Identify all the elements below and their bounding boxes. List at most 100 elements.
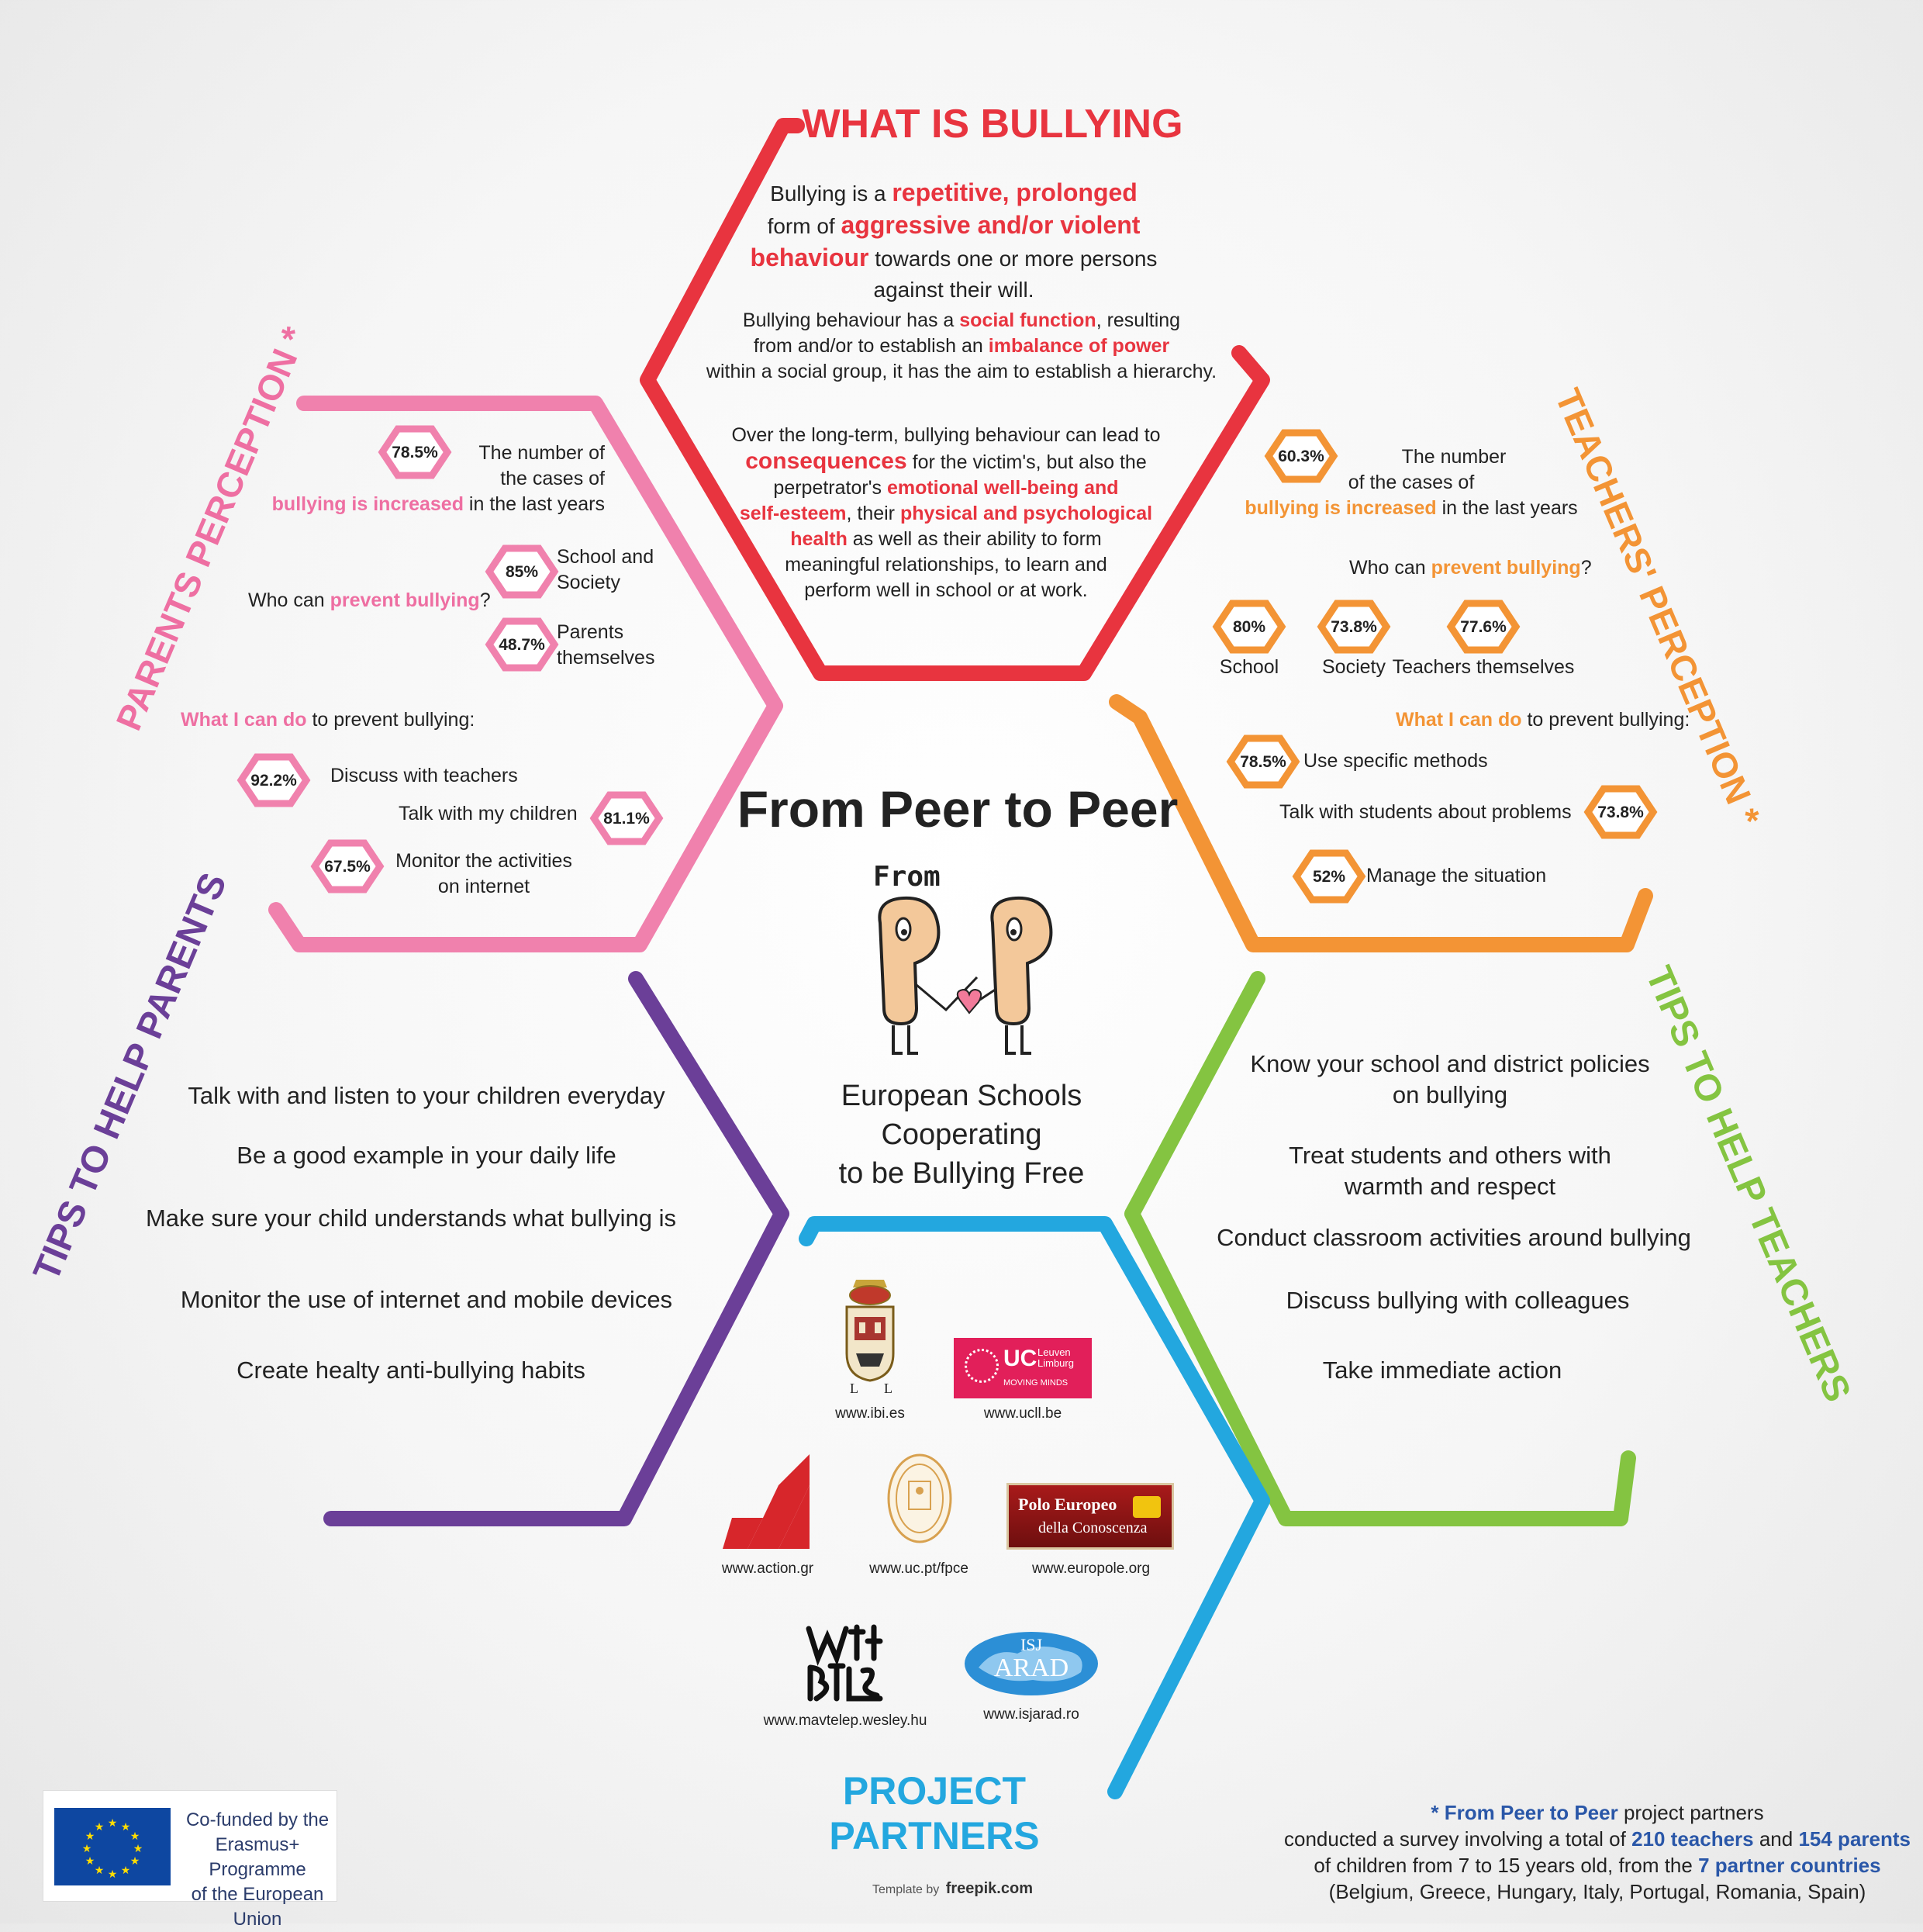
text: Treat students and others with — [1289, 1142, 1611, 1169]
text: within a social group, it has the aim to… — [706, 361, 1217, 382]
pink-badge-81-1 — [589, 791, 664, 845]
svg-text:★: ★ — [108, 1868, 118, 1881]
peer-characters-illustration — [878, 896, 1053, 1055]
teachers-do-talk-students: Talk with students about problems — [1279, 801, 1572, 823]
svg-text:★: ★ — [130, 1830, 140, 1843]
text: Bullying is a — [770, 181, 892, 206]
text: form of — [767, 214, 841, 238]
text: in the last years — [1436, 497, 1578, 519]
url-europole[interactable]: www.europole.org — [1031, 1560, 1151, 1577]
pink-badge-81-1-text: 81.1% — [603, 810, 650, 828]
highlight: prevent bullying — [330, 589, 480, 611]
parents-prevent-question: Who can prevent bullying? — [248, 589, 491, 612]
text: , their — [846, 503, 900, 524]
eu-stars-icon: ★★★ ★★★ ★★★ ★★★ — [82, 1817, 143, 1881]
orange-badge-52 — [1292, 849, 1366, 904]
tip-teachers-item: Discuss bullying with colleagues — [1286, 1287, 1630, 1314]
highlight: consequences — [745, 448, 907, 474]
svg-text:★: ★ — [85, 1855, 95, 1868]
isj-line2: ARAD — [993, 1654, 1069, 1682]
text: Know your school and district policies — [1250, 1050, 1650, 1077]
text: ? — [479, 589, 491, 611]
highlight: self-esteem — [739, 503, 847, 524]
orange-badge-80-text: 80% — [1233, 618, 1265, 636]
text: towards one or more persons — [868, 247, 1158, 271]
text: of children from 7 to 15 years old, from… — [1314, 1854, 1699, 1877]
highlight: health — [790, 528, 848, 550]
text: on internet — [437, 876, 530, 897]
text: of the cases of — [1348, 472, 1475, 493]
highlight: social function — [959, 309, 1096, 331]
green-hexagon-frame — [1124, 971, 1636, 1526]
text: from and/or to establish an — [753, 335, 989, 357]
orange-badge-52-text: 52% — [1313, 868, 1345, 886]
tip-parents-item: Be a good example in your daily life — [236, 1142, 616, 1169]
freepik-brand[interactable]: freepik.com — [945, 1880, 1033, 1897]
svg-text:★: ★ — [95, 1821, 105, 1833]
highlight: imbalance of power — [988, 335, 1170, 357]
text: Society — [557, 572, 620, 593]
orange-badge-73-8b-text: 73.8% — [1597, 804, 1644, 821]
tip-parents-item: Talk with and listen to your children ev… — [188, 1082, 665, 1109]
svg-text:★: ★ — [121, 1865, 131, 1877]
url-isjarad[interactable]: www.isjarad.ro — [983, 1706, 1079, 1723]
text: The number of — [478, 442, 605, 464]
ibi-logo: L L — [839, 1280, 901, 1396]
parents-what-i-can-do: What I can do to prevent bullying: — [181, 709, 475, 731]
pink-badge-67-5-text: 67.5% — [324, 858, 371, 876]
ucll-tagline: MOVING MINDS — [1003, 1378, 1069, 1388]
text: Over the long-term, bullying behaviour c… — [731, 424, 1161, 446]
text: Co-funded by the — [185, 1809, 330, 1830]
teachers-do-manage: Manage the situation — [1366, 865, 1547, 887]
text: of the European Union — [191, 1884, 324, 1930]
text: ? — [1580, 557, 1592, 579]
ucll-uc-text: UC — [1003, 1346, 1037, 1371]
highlight: behaviour — [750, 244, 869, 271]
parents-do-talk-children: Talk with my children — [399, 803, 578, 824]
url-ucpt[interactable]: www.uc.pt/fpce — [869, 1560, 968, 1577]
pink-badge-67-5 — [310, 839, 385, 893]
text: Bullying behaviour has a — [742, 309, 960, 331]
polo-emblem-icon — [1133, 1496, 1161, 1518]
url-ucll[interactable]: www.ucll.be — [983, 1405, 1062, 1422]
red-hexagon-frame — [640, 118, 1270, 681]
url-mavtelep[interactable]: www.mavtelep.wesley.hu — [763, 1713, 927, 1729]
text: Who can — [1349, 557, 1431, 579]
eu-funding-text: Co-funded by the Erasmus+ Programme of t… — [181, 1808, 333, 1932]
orange-badge-77-6-text: 77.6% — [1460, 618, 1507, 636]
text: Template by — [872, 1883, 940, 1896]
text: project partners — [1617, 1801, 1764, 1824]
parents-who-school-society: School and Society — [557, 544, 654, 596]
parents-stat-increase: The number of the cases of bullying is i… — [264, 441, 605, 517]
highlight: 154 parents — [1798, 1827, 1911, 1851]
text: School and — [557, 546, 654, 568]
parents-perception-title: PARENTS PERCEPTION * — [108, 321, 314, 736]
text: meaningful relationships, to learn and — [785, 554, 1107, 575]
eu-flag-icon: ★★★ ★★★ ★★★ ★★★ — [54, 1808, 171, 1885]
highlight: repetitive, prolonged — [892, 178, 1138, 206]
url-action[interactable]: www.action.gr — [721, 1560, 814, 1577]
pink-badge-85 — [485, 544, 559, 599]
teachers-do-specific-methods: Use specific methods — [1303, 750, 1488, 772]
text: the cases of — [500, 468, 605, 489]
parents-who-themselves: Parents themselves — [557, 620, 654, 671]
url-ibi[interactable]: www.ibi.es — [835, 1405, 905, 1422]
svg-text:L: L — [884, 1381, 892, 1396]
pink-badge-48-7 — [485, 617, 559, 672]
text: in the last years — [463, 493, 605, 515]
logo-from-text: From — [873, 861, 941, 893]
highlight: * From Peer to Peer — [1431, 1801, 1618, 1824]
orange-badge-73-8b — [1583, 785, 1658, 839]
text: Monitor the activities — [395, 850, 572, 872]
text: perform well in school or at work. — [804, 579, 1088, 601]
text: Leuven — [1037, 1346, 1071, 1358]
uc-portugal-logo — [886, 1452, 954, 1545]
svg-text:★: ★ — [130, 1855, 140, 1868]
pink-badge-92-2-text: 92.2% — [250, 772, 297, 790]
orange-badge-80 — [1212, 600, 1286, 654]
tip-parents-item: Make sure your child understands what bu… — [145, 1204, 677, 1232]
parents-do-discuss-teachers: Discuss with teachers — [330, 765, 518, 786]
text: Erasmus+ Programme — [209, 1834, 306, 1880]
blue-hexagon-frame — [799, 1216, 1270, 1799]
